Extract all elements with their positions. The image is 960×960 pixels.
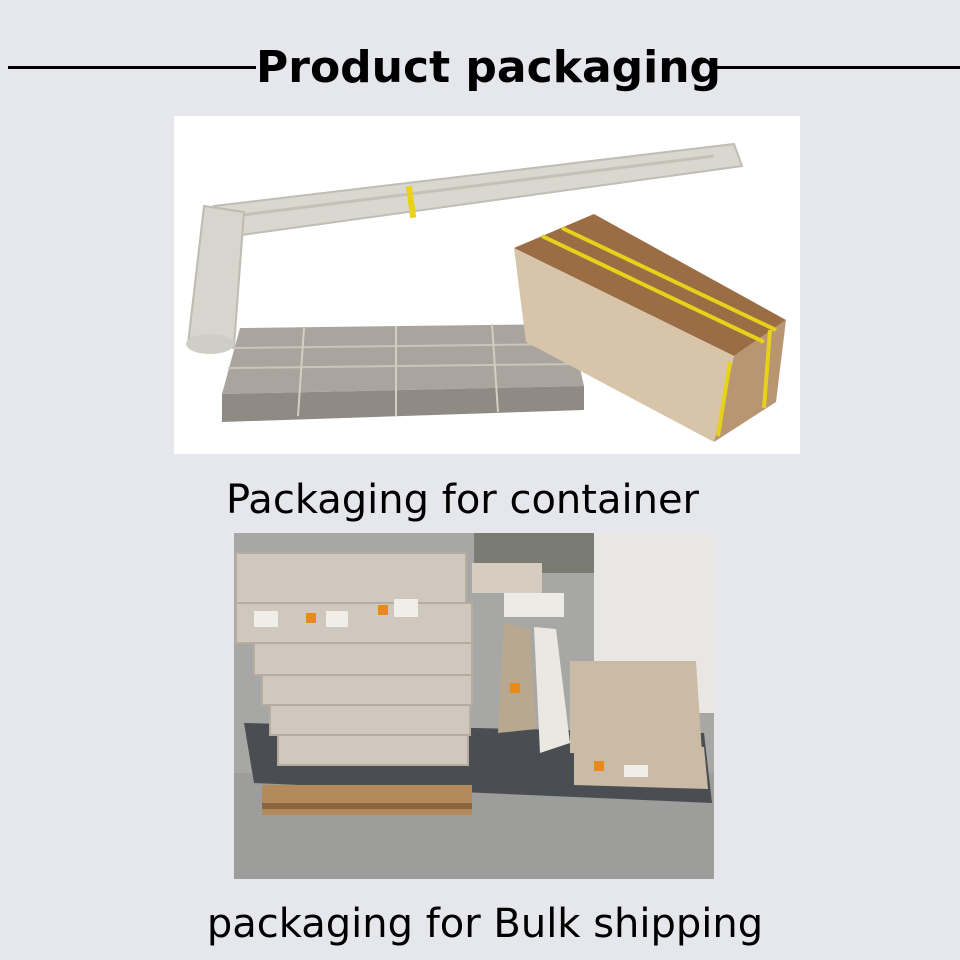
container-packaging-caption: Packaging for container <box>225 477 699 523</box>
bulk-shipping-caption: packaging for Bulk shipping <box>206 901 764 947</box>
bulk-shipping-photo <box>234 533 714 879</box>
title-rule-right <box>716 66 960 69</box>
page-title: Product packaging <box>256 42 722 93</box>
title-row: Product packaging <box>0 38 960 102</box>
bulk-shipping-illustration <box>234 533 714 879</box>
container-packaging-illustration <box>186 142 786 442</box>
container-packaging-photo <box>174 116 800 454</box>
title-rule-left <box>8 66 256 69</box>
